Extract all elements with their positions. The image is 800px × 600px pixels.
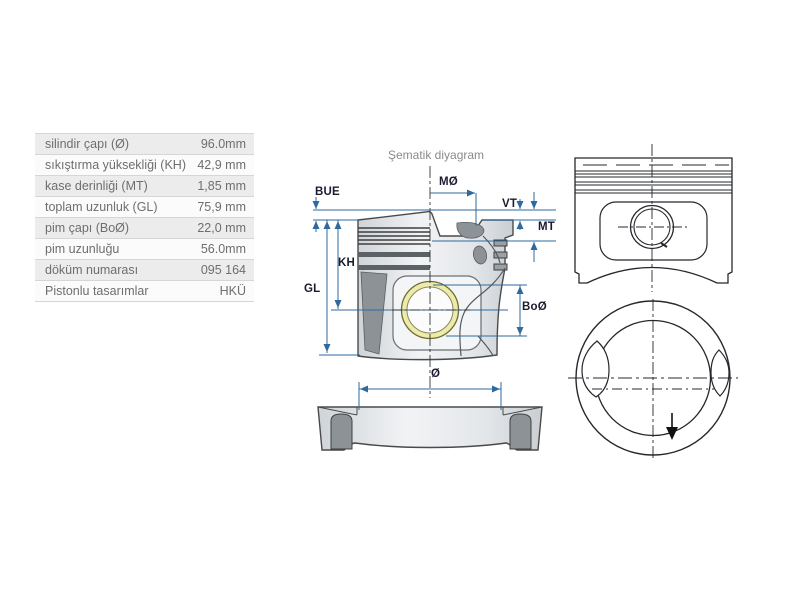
side-elevation-view	[574, 144, 733, 292]
dim-label-vt: VT	[502, 198, 518, 210]
spec-table-row: pim çapı (BoØ) 22,0 mm	[35, 217, 254, 238]
dimension-lines	[312, 189, 556, 410]
piston-diagram-svg	[312, 144, 738, 461]
spec-label: toplam uzunluk (GL)	[45, 200, 158, 214]
spec-value: 22,0 mm	[197, 221, 246, 235]
bowl-shading	[456, 222, 485, 239]
ring-groove-band	[358, 252, 430, 257]
dim-label-dia: Ø	[431, 368, 441, 380]
spec-label: pim uzunluğu	[45, 242, 120, 256]
spec-label: döküm numarası	[45, 263, 139, 277]
spec-table-row: pim uzunluğu 56.0mm	[35, 238, 254, 259]
pin-boss-left	[581, 340, 610, 398]
bottom-circular-view	[568, 299, 738, 461]
spec-value: 42,9 mm	[197, 158, 246, 172]
spec-table-row: silindir çapı (Ø) 96.0mm	[35, 133, 254, 154]
spec-value: HKÜ	[219, 284, 246, 298]
dim-label-kh: KH	[338, 257, 356, 269]
bottom-section-view	[317, 406, 543, 451]
foot-slot-left	[330, 413, 353, 450]
center-lines-main	[392, 166, 470, 398]
chamfer-lines	[317, 406, 543, 416]
spec-value: 75,9 mm	[197, 200, 246, 214]
spec-table-row: sıkıştırma yüksekliği (KH) 42,9 mm	[35, 154, 254, 175]
dim-label-gl: GL	[304, 283, 321, 295]
spec-value: 56.0mm	[200, 242, 246, 256]
spec-table-row: kase derinliği (MT) 1,85 mm	[35, 175, 254, 196]
skirt-shading	[360, 271, 388, 355]
spec-table-row: döküm numarası 095 164	[35, 259, 254, 280]
spec-label: kase derinliği (MT)	[45, 179, 148, 193]
section-curves	[459, 235, 506, 357]
spec-value: 96.0mm	[200, 137, 246, 151]
pin-boss-right	[710, 349, 730, 397]
spec-table-row: toplam uzunluk (GL) 75,9 mm	[35, 196, 254, 217]
ring-slots-section	[493, 239, 508, 271]
spec-label: silindir çapı (Ø)	[45, 137, 130, 151]
dim-label-bue: BUE	[315, 186, 340, 198]
spec-value: 095 164	[200, 263, 246, 277]
spec-table: silindir çapı (Ø) 96.0mm sıkıştırma yüksek…	[35, 133, 254, 302]
orientation-arrow-icon	[666, 413, 678, 440]
ring-lines-elevation	[575, 173, 732, 194]
ring-grooves-left	[358, 227, 430, 245]
diagram-title: Şematik diyagram	[388, 148, 485, 162]
oil-gallery	[472, 245, 488, 265]
foot-slot-right	[509, 413, 532, 450]
spec-label: sıkıştırma yüksekliği (KH)	[45, 158, 186, 172]
main-cross-section-view	[357, 210, 514, 361]
ring-groove-band	[358, 265, 430, 270]
spec-label: Pistonlu tasarımlar	[45, 284, 149, 298]
dim-label-mo: MØ	[439, 176, 458, 188]
dim-label-mt: MT	[538, 221, 556, 233]
spec-label: pim çapı (BoØ)	[45, 221, 130, 235]
dim-label-bo: BoØ	[522, 301, 547, 313]
spec-table-row: Pistonlu tasarımlar HKÜ	[35, 280, 254, 302]
spec-value: 1,85 mm	[197, 179, 246, 193]
